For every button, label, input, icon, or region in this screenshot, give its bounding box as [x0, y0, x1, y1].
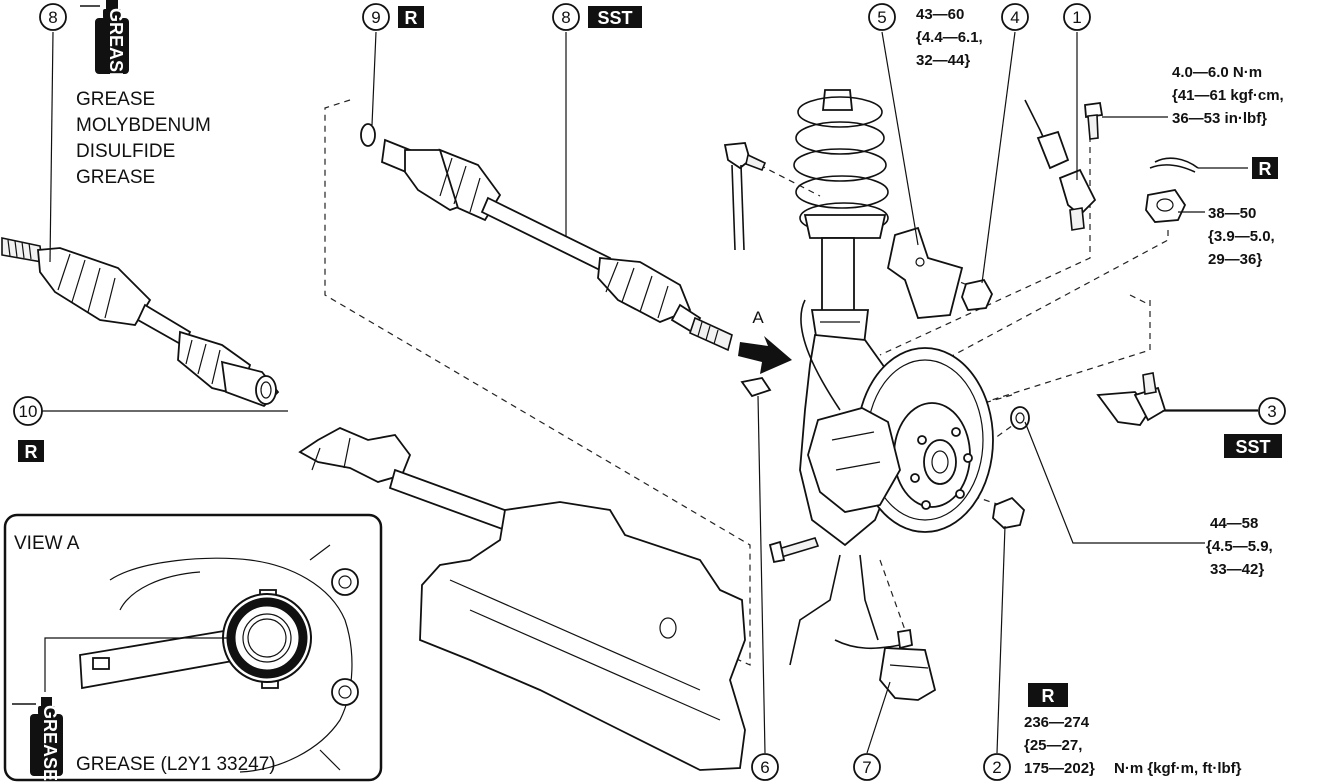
strut-nut [961, 278, 994, 311]
svg-text:8: 8 [48, 8, 57, 27]
transaxle-housing [298, 427, 746, 771]
svg-text:5: 5 [877, 8, 886, 27]
svg-text:DISULFIDE: DISULFIDE [76, 141, 175, 162]
svg-text:{3.9—5.0,: {3.9—5.0, [1208, 228, 1275, 245]
svg-text:SST: SST [1235, 437, 1270, 457]
svg-text:4.0—6.0 N·m: 4.0—6.0 N·m [1172, 64, 1262, 81]
svg-text:38—50: 38—50 [1208, 205, 1256, 222]
view-a-arrow: A [738, 308, 792, 374]
lower-arm [789, 554, 901, 666]
replace-tag-9: R [398, 6, 424, 28]
callouts: 8 9 8 5 4 1 3 10 6 7 [13, 3, 1286, 781]
svg-text:10: 10 [19, 402, 38, 421]
abs-sensor [1024, 99, 1104, 231]
callout-9 [362, 3, 390, 31]
view-a-grease-label: GREASE (L2Y1 33247) [76, 754, 276, 775]
svg-text:44—58: 44—58 [1210, 515, 1258, 532]
svg-text:{25—27,: {25—27, [1024, 737, 1082, 754]
strut-assembly [793, 89, 889, 363]
hub-washer [1010, 406, 1030, 430]
stabilizer-link [723, 142, 767, 251]
grease-can-text: GREASE [106, 8, 126, 84]
replace-tag-2: R [1028, 683, 1068, 707]
svg-text:SST: SST [597, 8, 632, 28]
arrow-label: A [752, 308, 764, 327]
callout-8-left [39, 3, 67, 31]
torque-spec-1: 4.0—6.0 N·m {41—61 kgf·cm, 36—53 in·lbf} [1172, 64, 1284, 127]
wheel-hub-bolts [910, 427, 973, 510]
svg-text:4: 4 [1010, 8, 1019, 27]
svg-text:33—42}: 33—42} [1210, 561, 1264, 578]
callout-4 [1001, 3, 1029, 31]
cotter-pin [1149, 157, 1199, 173]
svg-text:2: 2 [992, 758, 1001, 777]
svg-text:36—53 in·lbf}: 36—53 in·lbf} [1172, 110, 1267, 127]
callout-5 [868, 3, 896, 31]
svg-text:MOLYBDENUM: MOLYBDENUM [76, 115, 211, 136]
grease-can-icon: GREASE [80, 0, 129, 84]
view-a-inset: VIEW A GREASE GREASE (L2Y1 33247) [3, 513, 383, 782]
svg-text:GREASE: GREASE [40, 705, 60, 781]
ball-joint [879, 628, 937, 701]
svg-text:175—202}: 175—202} [1024, 760, 1095, 777]
replace-tag-10: R [18, 440, 44, 462]
svg-text:R: R [1042, 686, 1055, 706]
svg-text:1: 1 [1072, 8, 1081, 27]
knuckle-bolt [768, 537, 820, 564]
callout-8-center [552, 3, 580, 31]
svg-text:9: 9 [371, 8, 380, 27]
view-a-title: VIEW A [14, 533, 80, 554]
callout-1 [1063, 3, 1091, 31]
svg-text:7: 7 [862, 758, 871, 777]
callout-6 [751, 753, 779, 781]
left-drive-shaft [1, 237, 280, 408]
svg-text:{4.5—5.9,: {4.5—5.9, [1206, 538, 1273, 555]
svg-text:29—36}: 29—36} [1208, 251, 1262, 268]
callout-2 [983, 753, 1011, 781]
callout-10 [13, 396, 43, 426]
svg-text:{41—61 kgf·cm,: {41—61 kgf·cm, [1172, 87, 1284, 104]
callout-7 [853, 753, 881, 781]
right-drive-shaft [360, 123, 733, 352]
sst-tag-3: SST [1224, 434, 1282, 458]
castle-nut [1145, 189, 1187, 223]
torque-spec-castle-nut: 38—50 {3.9—5.0, 29—36} [1208, 205, 1275, 268]
svg-text:236—274: 236—274 [1024, 714, 1090, 731]
torque-spec-5: 43—60 {4.4—6.1, 32—44} [916, 6, 983, 69]
svg-text:8: 8 [561, 8, 570, 27]
units-legend: N·m {kgf·m, ft·lbf} [1114, 760, 1242, 777]
tie-rod-end [1096, 372, 1167, 426]
inset-grease-can-icon: GREASE [12, 697, 63, 781]
callout-3 [1258, 397, 1286, 425]
grease-note: GREASE MOLYBDENUM DISULFIDE GREASE [76, 89, 211, 188]
svg-text:3: 3 [1267, 402, 1276, 421]
svg-text:R: R [25, 442, 38, 462]
torque-spec-hub: 44—58 {4.5—5.9, 33—42} [1206, 515, 1273, 578]
svg-text:{4.4—6.1,: {4.4—6.1, [916, 29, 983, 46]
svg-text:GREASE: GREASE [76, 89, 155, 110]
svg-text:6: 6 [760, 758, 769, 777]
svg-text:32—44}: 32—44} [916, 52, 970, 69]
hub-nut [992, 496, 1026, 529]
svg-text:R: R [1259, 159, 1272, 179]
clip [740, 376, 772, 398]
replace-tag-cotter: R [1252, 157, 1278, 179]
sst-tag-8: SST [588, 6, 642, 28]
torque-leaders [1024, 116, 1258, 544]
svg-text:GREASE: GREASE [76, 167, 155, 188]
brake-hose-bracket [886, 226, 964, 319]
svg-text:R: R [405, 8, 418, 28]
brake-caliper [807, 407, 901, 513]
torque-spec-2: 236—274 {25—27, 175—202} [1024, 714, 1095, 777]
svg-text:43—60: 43—60 [916, 6, 964, 23]
